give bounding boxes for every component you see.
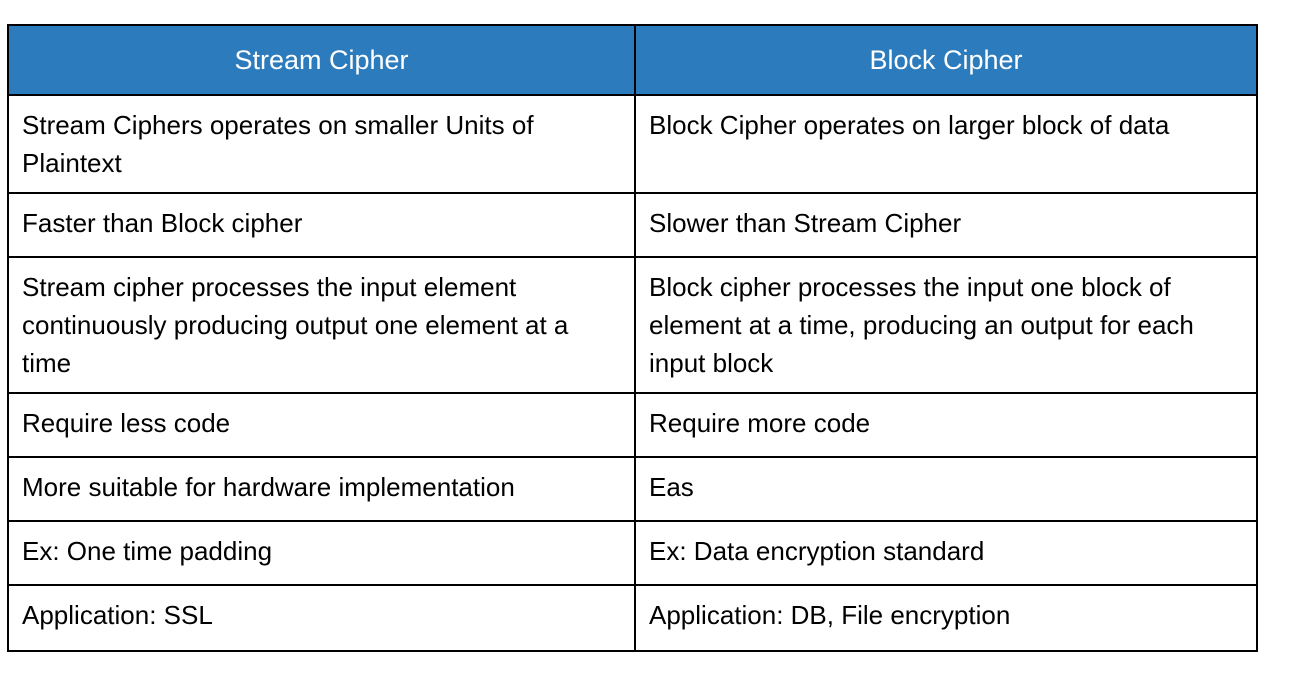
cell-block-cipher: Eas (634, 456, 1258, 522)
table-header: Stream Cipher Block Cipher (7, 24, 1258, 96)
cell-stream-cipher: Faster than Block cipher (7, 192, 636, 258)
cell-text: Block cipher processes the input one blo… (649, 272, 1194, 378)
cell-block-cipher: Block cipher processes the input one blo… (634, 256, 1258, 394)
cell-text: More suitable for hardware implementatio… (22, 472, 515, 502)
cell-stream-cipher: Application: SSL (7, 584, 636, 652)
cell-block-cipher: Slower than Stream Cipher (634, 192, 1258, 258)
table-body: Stream Ciphers operates on smaller Units… (7, 94, 1258, 652)
cell-text: Stream cipher processes the input elemen… (22, 272, 569, 378)
column-header-stream-cipher: Stream Cipher (7, 24, 636, 96)
cell-stream-cipher: Stream Ciphers operates on smaller Units… (7, 94, 636, 194)
cell-text: Ex: One time padding (22, 536, 273, 566)
cell-block-cipher: Ex: Data encryption standard (634, 520, 1258, 586)
table-row: Ex: One time padding Ex: Data encryption… (7, 520, 1258, 586)
cell-block-cipher: Application: DB, File encryption (634, 584, 1258, 652)
cell-text: Block Cipher operates on larger block of… (649, 110, 1170, 140)
cell-stream-cipher: Require less code (7, 392, 636, 458)
cell-text: Require less code (22, 408, 231, 438)
header-row: Stream Cipher Block Cipher (7, 24, 1258, 96)
cell-text: Stream Ciphers operates on smaller Units… (22, 110, 534, 178)
table-row: Stream cipher processes the input elemen… (7, 256, 1258, 394)
table-row: Require less code Require more code (7, 392, 1258, 458)
cell-text: Faster than Block cipher (22, 208, 303, 238)
table-row: Application: SSL Application: DB, File e… (7, 584, 1258, 652)
cell-text: Ex: Data encryption standard (649, 536, 985, 566)
table-row: More suitable for hardware implementatio… (7, 456, 1258, 522)
table-row: Faster than Block cipher Slower than Str… (7, 192, 1258, 258)
table-row: Stream Ciphers operates on smaller Units… (7, 94, 1258, 194)
cell-stream-cipher: Stream cipher processes the input elemen… (7, 256, 636, 394)
cell-stream-cipher: Ex: One time padding (7, 520, 636, 586)
cell-text: Slower than Stream Cipher (649, 208, 962, 238)
cell-block-cipher: Require more code (634, 392, 1258, 458)
cell-text: Application: SSL (22, 600, 213, 630)
cipher-comparison-table: Stream Cipher Block Cipher Stream Cipher… (7, 24, 1258, 652)
cell-text: Eas (649, 472, 694, 502)
cell-block-cipher: Block Cipher operates on larger block of… (634, 94, 1258, 194)
cell-stream-cipher: More suitable for hardware implementatio… (7, 456, 636, 522)
cell-text: Application: DB, File encryption (649, 600, 1011, 630)
column-header-block-cipher: Block Cipher (634, 24, 1258, 96)
cell-text: Require more code (649, 408, 871, 438)
